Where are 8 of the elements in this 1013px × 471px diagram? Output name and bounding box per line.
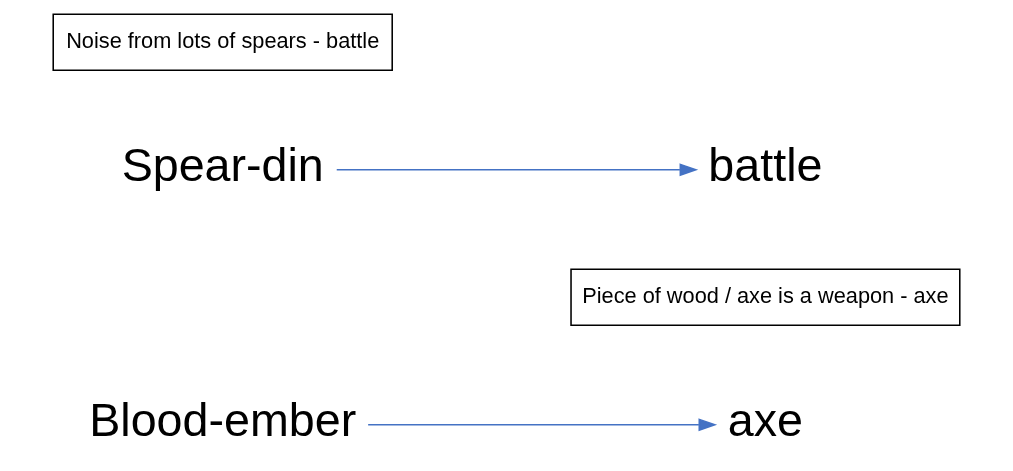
node-box: Noise from lots of spears - battle [52, 13, 393, 72]
node-text: Blood-ember [89, 394, 357, 447]
arrow [335, 163, 699, 177]
arrow [367, 418, 718, 432]
node-box: Piece of wood / axe is a weapon - axe [570, 268, 961, 327]
node-text: Spear-din [121, 139, 324, 192]
node-text: axe [727, 394, 803, 447]
node-text: battle [708, 139, 823, 192]
